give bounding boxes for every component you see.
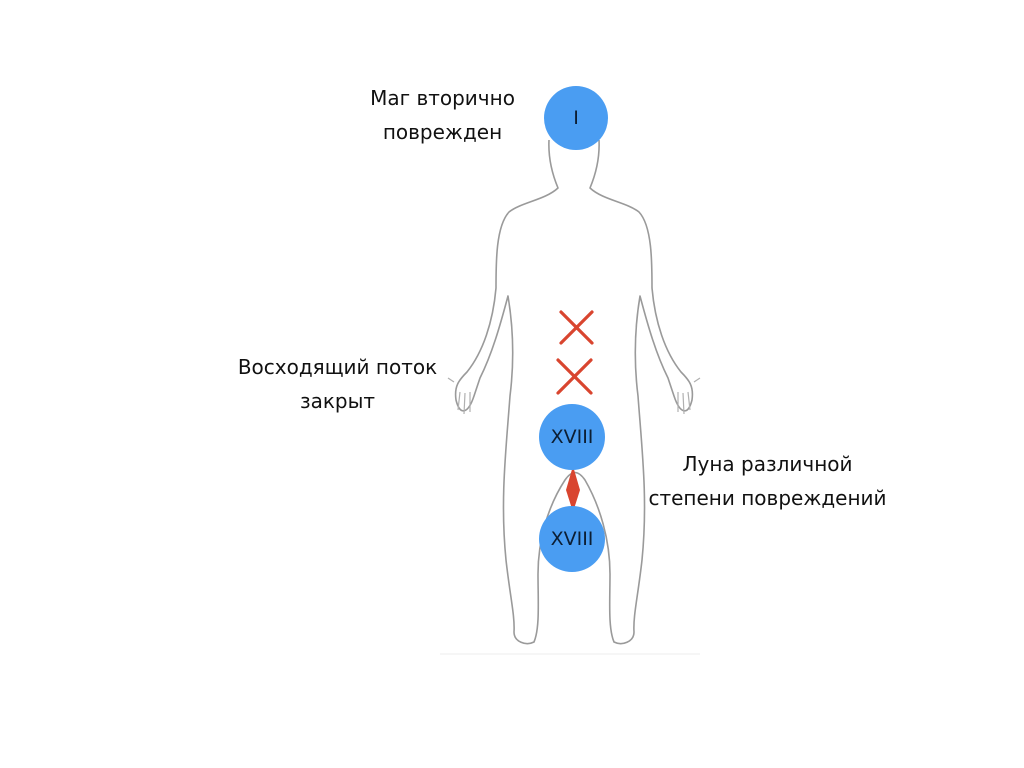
marker-top-circle (544, 86, 608, 150)
lower-cross-mark (556, 358, 593, 395)
marker-middle-circle (539, 404, 605, 470)
left-hand-fingers (447, 377, 471, 415)
upper-cross-mark (559, 310, 594, 345)
magician-annotation: Маг вторично поврежден (350, 81, 535, 149)
marker-top-label: I (573, 107, 579, 129)
marker-middle: XVIII (539, 404, 605, 470)
ascending-flow-annotation-line-2: закрыт (299, 389, 376, 413)
right-hand-fingers (677, 377, 701, 415)
ascending-flow-annotation-line-1: Восходящий поток (237, 355, 438, 379)
marker-lower: XVIII (539, 506, 605, 572)
marker-lower-label: XVIII (550, 528, 594, 550)
moon-annotation-line-1: Луна различной (682, 452, 853, 476)
magician-annotation-line-2: поврежден (382, 120, 503, 144)
ascending-flow-annotation: Восходящий поток закрыт (215, 350, 460, 418)
moon-annotation: Луна различной степени повреждений (630, 447, 905, 515)
magician-annotation-line-1: Маг вторично (370, 86, 515, 110)
marker-middle-label: XVIII (550, 426, 594, 448)
marker-lower-circle (539, 506, 605, 572)
marker-top: I (544, 86, 608, 150)
connection-link (566, 466, 580, 512)
moon-annotation-line-2: степени повреждений (648, 486, 887, 510)
